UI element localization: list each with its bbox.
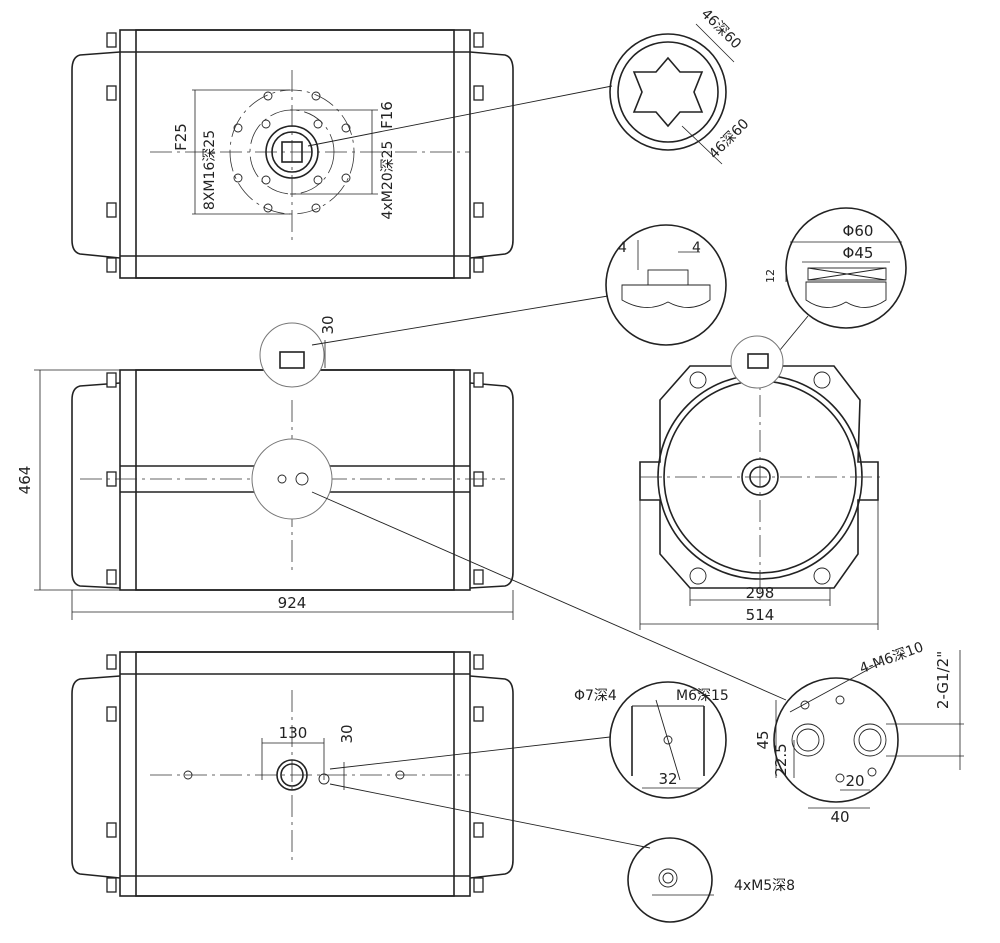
label-indicator-a-dim-right: 4	[692, 240, 701, 256]
label-port-size: 2-G1/2"	[934, 651, 952, 709]
label-indicator-height: 12	[764, 269, 777, 283]
label-port-threads: 4-M6深10	[858, 639, 926, 677]
indicator-detail-a: 4 4	[605, 224, 727, 346]
shaft-detail: 46深60 46深60	[609, 6, 752, 165]
label-holes-f16: 4xM20深25	[380, 141, 396, 220]
label-bolt-pitch-298: 298	[746, 584, 775, 602]
front-view: 30 464 924	[16, 295, 787, 701]
top-view: F25 F16 8XM16深25 4xM20深25	[71, 29, 613, 279]
label-shaft-key-2: 46深60	[706, 116, 752, 162]
label-f16: F16	[378, 101, 396, 129]
label-height-464: 464	[16, 466, 34, 495]
bottom-detail-b: 4xM5深8	[627, 837, 795, 923]
label-indicator-height-30: 30	[319, 315, 337, 334]
bottom-view: 130 30	[71, 651, 651, 897]
label-bottom-pin: Φ7深4	[574, 688, 617, 704]
label-bottom-thread: M6深15	[676, 688, 729, 704]
label-indicator-phi45: Φ45	[843, 244, 874, 262]
label-bottom-detail-thread: 4xM5深8	[734, 878, 795, 894]
label-indicator-phi60: Φ60	[843, 222, 874, 240]
port-detail: 4-M6深10 2-G1/2" 45 22.5 20 40	[754, 639, 964, 826]
label-bottom-130: 130	[279, 724, 308, 742]
label-port-22-5: 22.5	[772, 743, 790, 776]
label-width-514: 514	[746, 606, 775, 624]
bottom-detail-a: Φ7深4 M6深15 32	[574, 681, 729, 799]
label-shaft-key-1: 46深60	[698, 6, 744, 52]
label-bottom-32: 32	[658, 770, 677, 788]
label-port-20: 20	[845, 772, 864, 790]
end-view: 298 514	[639, 335, 880, 630]
label-port-45: 45	[754, 730, 772, 749]
label-port-40: 40	[830, 808, 849, 826]
label-length-924: 924	[278, 594, 307, 612]
label-f25: F25	[172, 123, 190, 151]
label-indicator-a-dim-left: 4	[618, 240, 627, 256]
indicator-detail-b: Φ60 Φ45 12	[764, 207, 907, 351]
label-bottom-30: 30	[338, 724, 356, 743]
label-holes-f25: 8XM16深25	[202, 130, 218, 210]
